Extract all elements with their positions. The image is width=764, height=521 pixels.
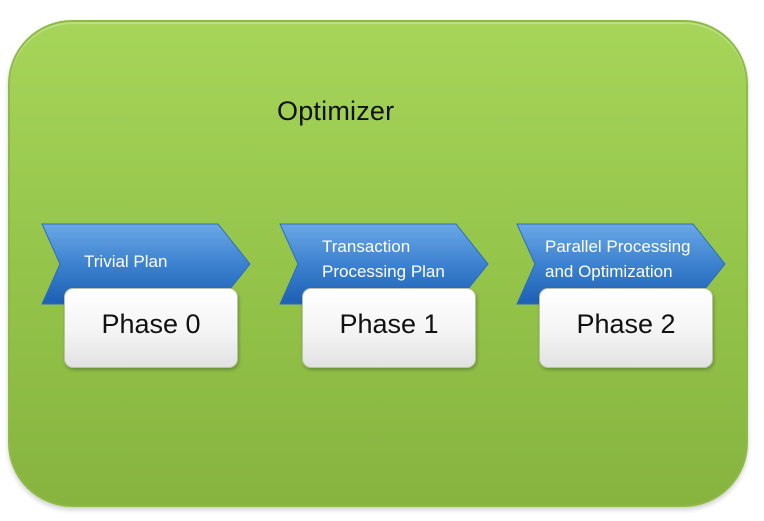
chevron-label-2-line-1: Parallel Processing — [545, 237, 691, 256]
chevron-arrow-0: Trivial Plan — [41, 222, 252, 306]
phase-card-2: Phase 2 — [539, 288, 713, 368]
phase-label-2: Phase 2 — [576, 309, 676, 339]
phase-group-0: Trivial Plan Phase 0 — [41, 222, 252, 370]
chevron-label-1-line-1: Transaction — [322, 237, 411, 256]
chevron-arrow-1: Transaction Processing Plan — [279, 222, 490, 306]
optimizer-title: Optimizer — [277, 96, 395, 126]
chevron-label-2-line-2: and Optimization — [545, 262, 673, 281]
phase-label-0: Phase 0 — [101, 309, 201, 339]
chevron-label-1-line-2: Processing Plan — [322, 262, 445, 281]
phase-label-1: Phase 1 — [339, 309, 439, 339]
phase-group-2: Parallel Processing and Optimization Pha… — [516, 222, 727, 370]
phase-card-0: Phase 0 — [64, 288, 238, 368]
chevron-arrow-2: Parallel Processing and Optimization — [516, 222, 727, 306]
chevron-label-0-line-1: Trivial Plan — [84, 252, 168, 271]
phase-card-1: Phase 1 — [302, 288, 476, 368]
phase-group-1: Transaction Processing Plan Phase 1 — [279, 222, 490, 370]
